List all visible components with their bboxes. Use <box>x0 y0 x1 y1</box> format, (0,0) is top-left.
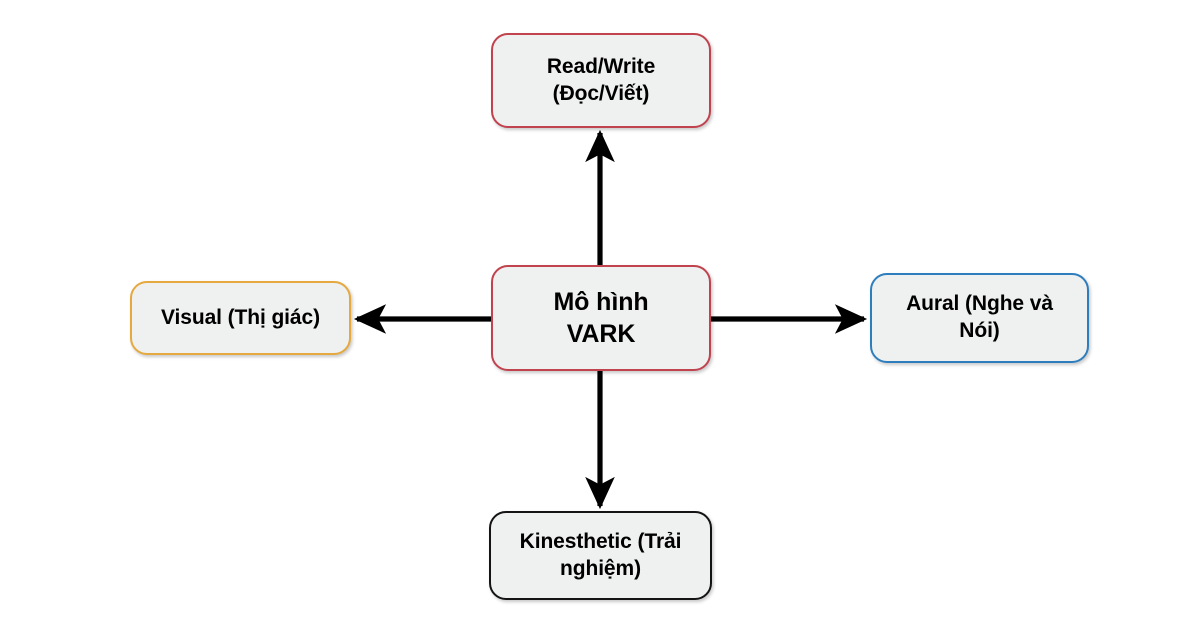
node-visual[interactable]: Visual (Thị giác) <box>130 281 351 355</box>
node-read-write-label: Read/Write (Đọc/Viết) <box>546 54 656 105</box>
node-aural[interactable]: Aural (Nghe và Nói) <box>870 273 1089 363</box>
node-visual-label: Visual (Thị giác) <box>161 305 320 329</box>
node-aural-label: Aural (Nghe và Nói) <box>906 292 1053 342</box>
node-vark-model-center[interactable]: Mô hình VARK <box>491 265 711 371</box>
node-kinesthetic[interactable]: Kinesthetic (Trải nghiệm) <box>489 511 712 600</box>
node-read-write[interactable]: Read/Write (Đọc/Viết) <box>491 33 711 128</box>
node-kinesthetic-label: Kinesthetic (Trải nghiệm) <box>519 529 682 580</box>
node-vark-model-center-label: Mô hình VARK <box>553 288 649 348</box>
